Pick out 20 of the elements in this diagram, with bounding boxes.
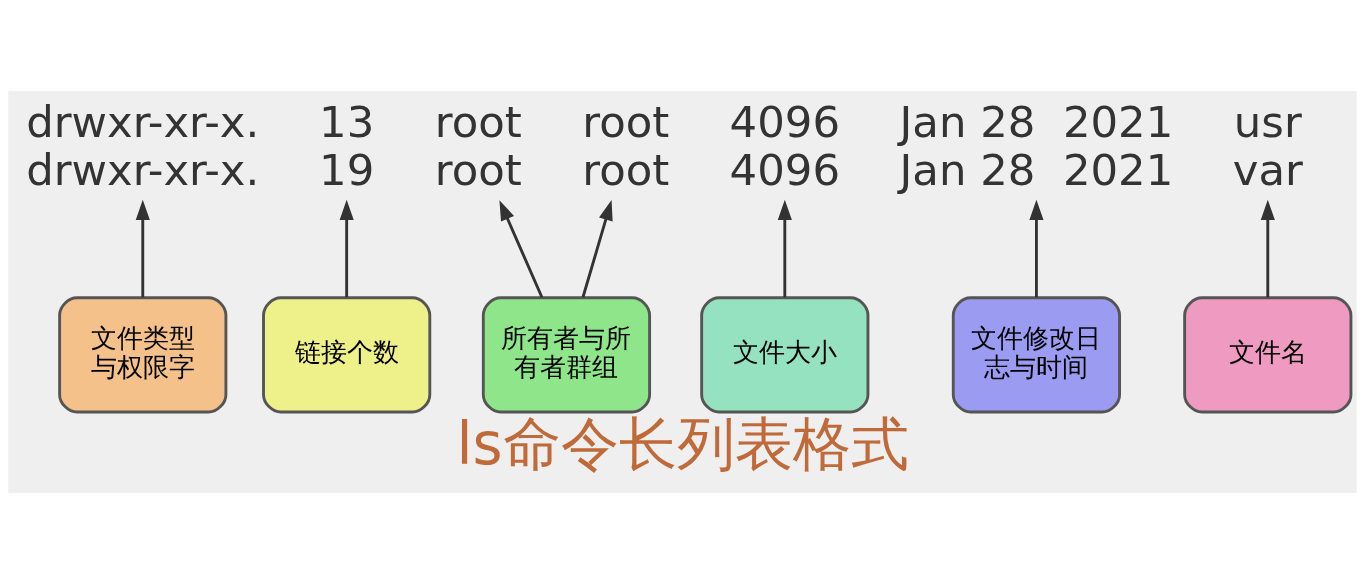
node-text: root root (434, 96, 522, 195)
node-box: 文件类型与权限字 (58, 295, 228, 413)
arrow (339, 199, 354, 297)
arrow (499, 199, 544, 298)
node-text: usr var (1232, 96, 1303, 195)
node-box: 所有者与所有者群组 (481, 295, 652, 413)
node-text: Jan 28 2021 Jan 28 2021 (899, 96, 1174, 195)
arrow (777, 199, 792, 297)
node-box: 文件名 (1183, 295, 1353, 413)
arrow (1260, 199, 1275, 297)
arrow (581, 199, 613, 298)
node-text: root root (582, 96, 670, 195)
node-box: 文件大小 (700, 295, 870, 413)
arrow (1029, 199, 1044, 297)
arrow (135, 199, 150, 297)
node-box: 文件修改日志与时间 (951, 295, 1121, 413)
node-text: 4096 4096 (729, 96, 840, 195)
node-box: 链接个数 (262, 295, 432, 413)
node-text: 13 19 (319, 96, 375, 195)
node-text: drwxr-xr-x. drwxr-xr-x. (26, 96, 260, 195)
